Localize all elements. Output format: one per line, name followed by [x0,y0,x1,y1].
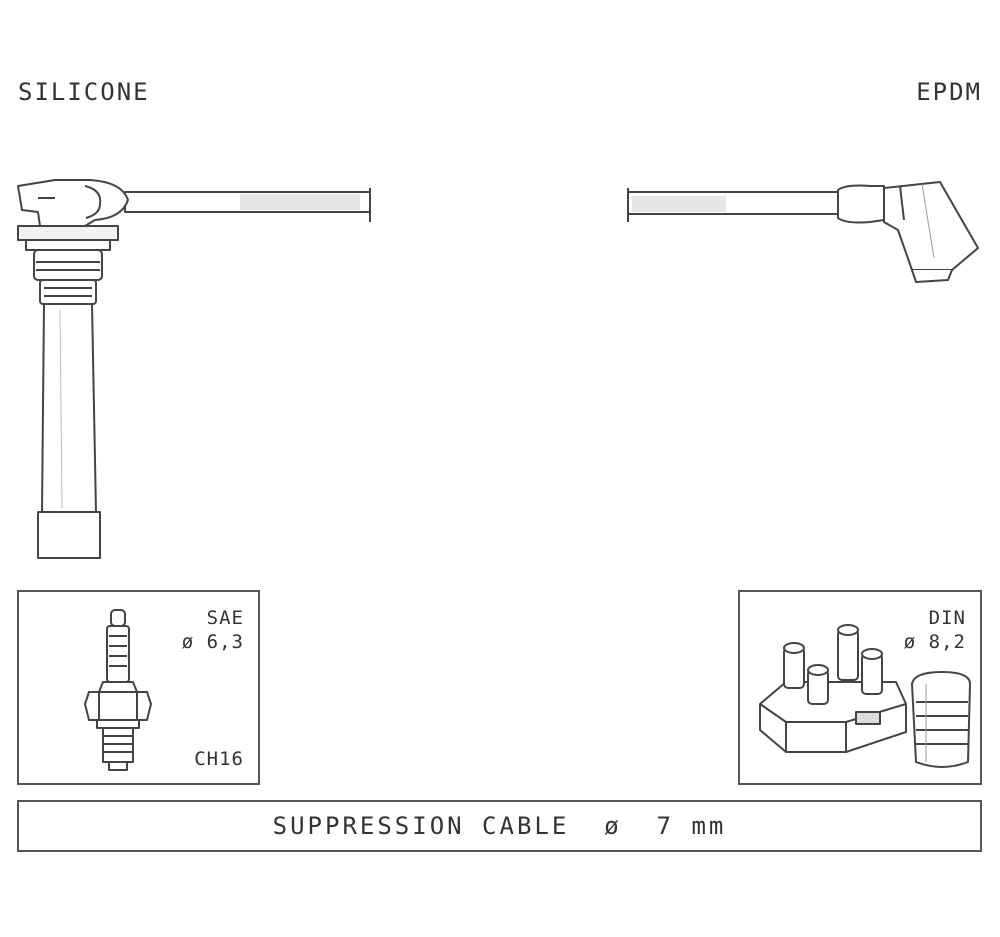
coil-diameter: ø 8,2 [903,631,966,653]
spark-plug-code: CH16 [194,748,244,770]
coil-standard: DIN [928,607,966,629]
cable-spec-label: SUPPRESSION CABLE ø 7 mm [272,812,727,840]
spark-plug-boot-drawing [17,179,371,559]
spark-plug-diameter: ø 6,3 [181,631,244,653]
cable-spec-bar: SUPPRESSION CABLE ø 7 mm [17,800,982,852]
spark-plug-icon [84,609,152,771]
coil-spec-box: DIN ø 8,2 [738,590,982,785]
ignition-coil-icon [759,624,971,768]
material-label-silicone: SILICONE [18,78,150,106]
coil-connector-drawing [627,181,979,283]
spark-plug-spec-box: SAE ø 6,3 CH16 [17,590,260,785]
material-label-epdm: EPDM [916,78,982,106]
spark-plug-standard: SAE [206,607,244,629]
